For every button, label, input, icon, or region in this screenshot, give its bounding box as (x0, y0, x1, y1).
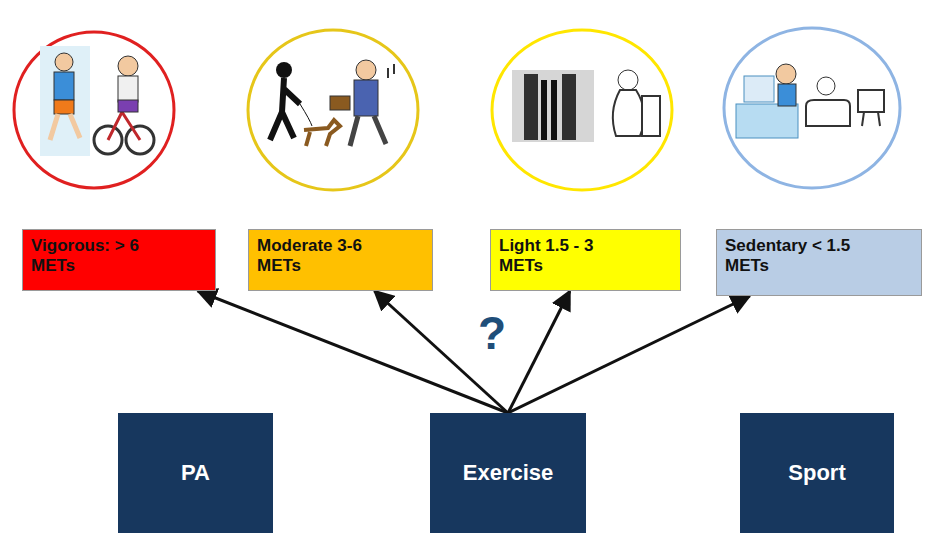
people-silhouette (544, 80, 554, 140)
runner-backdrop (40, 46, 90, 156)
intensity-label: Vigorous: > 6 METs (31, 236, 171, 276)
computer-monitor (744, 76, 774, 102)
runner-shirt (54, 72, 74, 100)
intensity-label: Light 1.5 - 3 METs (499, 236, 631, 276)
light-illustration (492, 30, 672, 190)
category-box: Exercise (430, 413, 586, 533)
businessman-suit (354, 80, 378, 116)
intensity-box: Vigorous: > 6 METs (22, 229, 216, 291)
music-notes (388, 64, 394, 78)
intensity-box: Moderate 3-6 METs (248, 229, 433, 291)
cartoon-stand (642, 96, 660, 136)
category-label: Exercise (463, 460, 554, 486)
elevator-door (524, 74, 538, 140)
activity-circle (492, 30, 672, 190)
businessman-head (356, 60, 376, 80)
moderate-illustration (248, 30, 418, 190)
briefcase (330, 96, 350, 110)
tv-stand (862, 112, 880, 126)
elevator-door (562, 74, 576, 140)
cyclist-shirt (118, 76, 138, 102)
category-label: Sport (788, 460, 845, 486)
runner-legs (50, 114, 80, 140)
question-mark: ? (478, 310, 506, 356)
sedentary-illustration (724, 28, 900, 188)
arrow-connector (508, 296, 750, 413)
category-box: Sport (740, 413, 894, 533)
dog-leash (300, 104, 312, 126)
intensity-box: Light 1.5 - 3 METs (490, 229, 681, 291)
businessman-legs (350, 116, 386, 146)
intensity-label: Sedentary < 1.5 METs (725, 236, 885, 276)
activity-circle (724, 28, 900, 188)
couch-viewer-head (817, 77, 835, 95)
office-worker-head (776, 64, 796, 84)
sofa (806, 100, 850, 126)
arrow-connector (198, 291, 508, 413)
office-worker-shirt (778, 84, 796, 106)
activity-circle (14, 32, 174, 188)
arrow-connector (508, 291, 570, 413)
category-label: PA (181, 460, 210, 486)
walker-head (276, 62, 292, 78)
elevator-photo (512, 70, 594, 142)
cyclist-shorts (118, 100, 138, 112)
walker-body (270, 78, 300, 140)
desk (736, 104, 798, 138)
cartoon-body (613, 90, 644, 136)
intensity-box: Sedentary < 1.5 METs (716, 229, 922, 296)
intensity-label: Moderate 3-6 METs (257, 236, 389, 276)
category-box: PA (118, 413, 273, 533)
cartoon-head (618, 70, 638, 90)
dog (304, 120, 340, 146)
cyclist-head (118, 56, 138, 76)
arrow-connector (374, 291, 508, 413)
bike-frame (108, 96, 140, 140)
vigorous-illustration (14, 32, 174, 188)
runner-shorts (54, 100, 74, 114)
television (858, 90, 884, 112)
activity-circle (248, 30, 418, 190)
runner-head (55, 53, 73, 71)
